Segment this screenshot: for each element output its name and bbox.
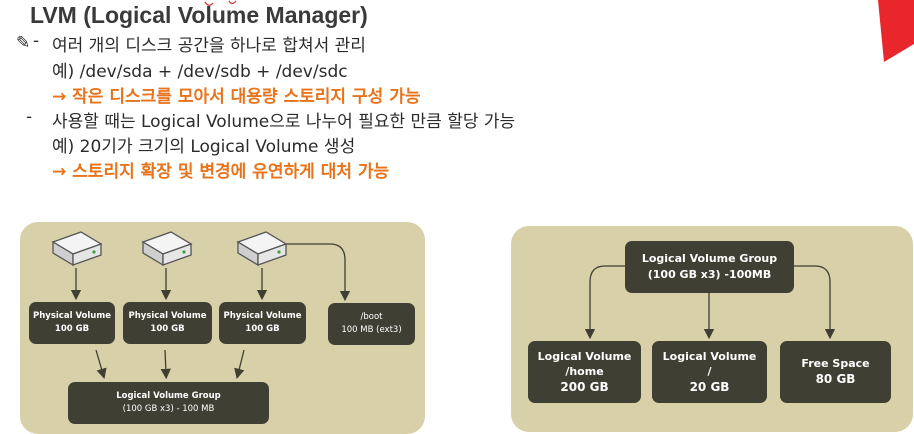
slide-title: LVM (Logical Volume Manager): [30, 2, 368, 28]
bullet-1-line-3: → 작은 디스크를 모아서 대용량 스토리지 구성 가능: [52, 87, 421, 107]
bullet-marker: -: [26, 107, 33, 127]
corner-decoration-icon: [878, 0, 914, 62]
bullet-marker: -: [33, 31, 40, 51]
pen-annotation-icon: [204, 0, 237, 6]
boot-volume-box: /boot 100 MB (ext3): [328, 303, 415, 345]
physical-volume-box: Physical Volume 100 GB: [219, 302, 306, 344]
physical-volume-box: Physical Volume 100 GB: [29, 302, 115, 344]
logical-volume-group-box: Logical Volume Group (100 GB x3) - 100 M…: [68, 382, 269, 424]
bullet-2-line-1: 사용할 때는 Logical Volume으로 나누어 필요한 만큼 할당 가능: [52, 112, 516, 132]
pen-cursor-icon: ✎: [16, 33, 31, 53]
bullet-2-line-2: 예) 20기가 크기의 Logical Volume 생성: [52, 137, 356, 157]
logical-volume-root-box: Logical Volume / 20 GB: [652, 341, 767, 403]
physical-volume-box: Physical Volume 100 GB: [123, 302, 212, 344]
bullet-2-line-3: → 스토리지 확장 및 변경에 유연하게 대처 가능: [52, 162, 390, 182]
logical-volume-group-box: Logical Volume Group (100 GB x3) -100MB: [625, 241, 794, 293]
bullet-1-line-2: 예) /dev/sda + /dev/sdb + /dev/sdc: [52, 62, 348, 82]
logical-volume-home-box: Logical Volume /home 200 GB: [528, 341, 641, 403]
free-space-box: Free Space 80 GB: [780, 341, 891, 403]
bullet-1-line-1: 여러 개의 디스크 공간을 하나로 합쳐서 관리: [52, 36, 366, 56]
